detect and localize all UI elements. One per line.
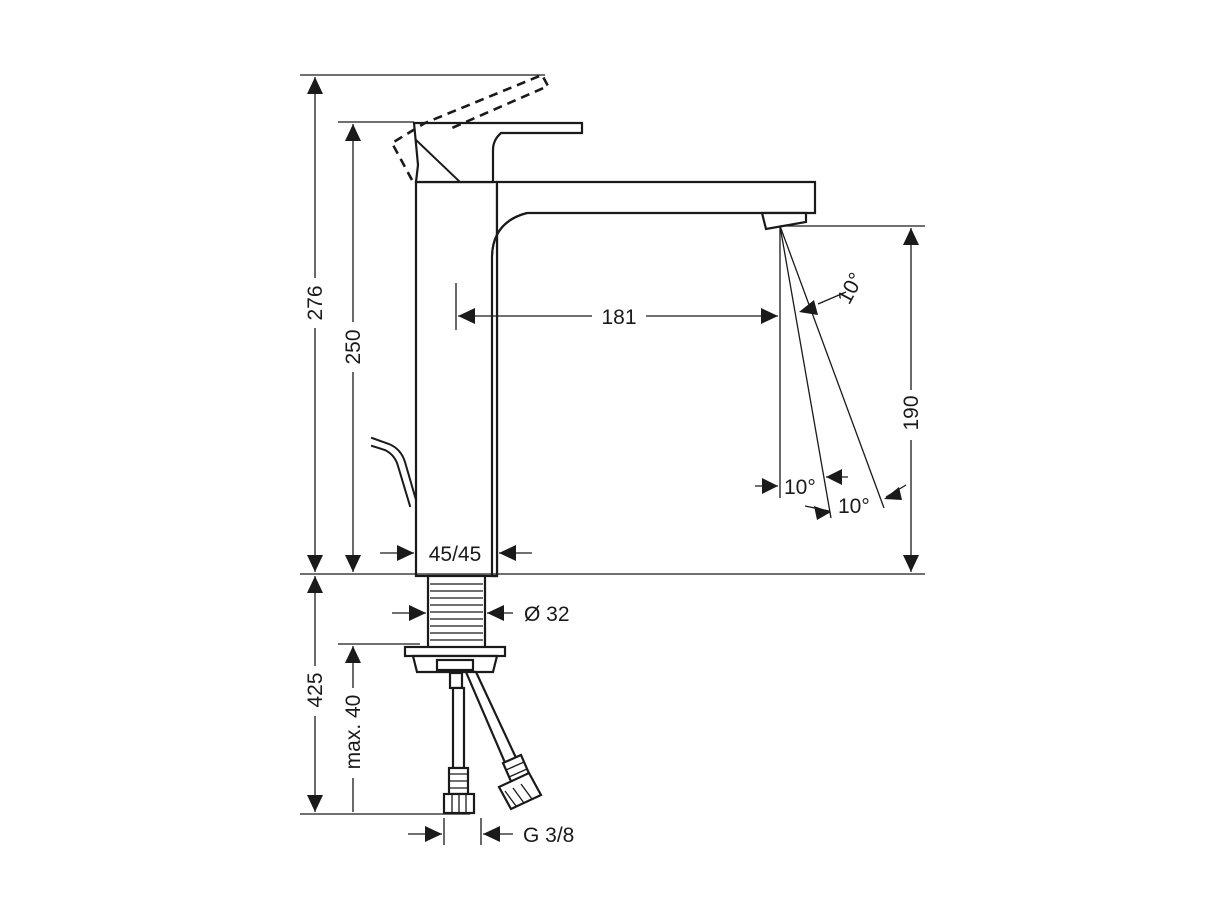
faucet-spout: [490, 180, 817, 578]
dim-276-label: 276: [304, 285, 327, 320]
lever-open-position: [390, 73, 550, 181]
arrow-32-right: [487, 605, 504, 621]
below-deck-assembly: [403, 574, 543, 815]
dim-max40-label: max. 40: [342, 695, 365, 770]
hose-right: [464, 670, 519, 767]
hose-fitting-left: [448, 671, 464, 690]
dim-g38-label: G 3/8: [523, 824, 574, 847]
arrow-190-top: [903, 228, 919, 245]
faucet-column: [414, 180, 499, 578]
arrow-276-bottom: [307, 555, 323, 572]
spout-outline: [415, 181, 816, 577]
popup-rod: [370, 436, 418, 502]
dim-425-label: 425: [304, 672, 327, 707]
arrow-max40-top: [345, 646, 361, 663]
hose-nut-right: [497, 771, 543, 811]
arrow-10-right-b: [884, 487, 902, 500]
arrow-10-left-a: [762, 478, 778, 494]
angle-right-label: 10°: [838, 495, 870, 518]
arrow-425-bottom: [307, 795, 323, 812]
arrow-45-right: [499, 545, 516, 561]
arrow-10-top: [799, 300, 818, 315]
washer: [403, 645, 507, 658]
arrow-181-left: [458, 308, 475, 324]
arrow-45-left: [397, 545, 414, 561]
dim-190-label: 190: [900, 395, 923, 430]
arrow-190-bottom: [903, 555, 919, 572]
faucet-body: [370, 121, 817, 578]
arrow-276-top: [307, 77, 323, 94]
dim-32-label: Ø 32: [524, 603, 570, 626]
arrow-181-right: [761, 308, 778, 324]
arrow-10-right-a: [814, 506, 831, 520]
dim-181-label: 181: [601, 306, 636, 329]
angle-top-label: 10°: [833, 269, 868, 308]
arrow-32-left: [409, 605, 426, 621]
aerator: [760, 211, 808, 231]
hose-left: [451, 686, 466, 770]
angle-left-label: 10°: [784, 476, 816, 499]
arrow-g38-right: [483, 826, 500, 842]
arrow-425-top: [307, 576, 323, 593]
nut-detail: [435, 658, 475, 672]
popup-rod-inner: [370, 444, 412, 508]
dim-250-label: 250: [342, 329, 365, 364]
arrow-10-left-b: [826, 469, 842, 485]
shank-threads: [430, 583, 483, 641]
dim-45-label: 45/45: [429, 543, 482, 566]
arrow-g38-left: [425, 826, 442, 842]
lever-bevel: [414, 138, 462, 184]
extension-lines: [300, 74, 925, 845]
arrowheads: [307, 77, 919, 842]
arrow-250-bottom: [345, 555, 361, 572]
lever-handle: [412, 121, 584, 184]
arrow-250-top: [345, 124, 361, 141]
